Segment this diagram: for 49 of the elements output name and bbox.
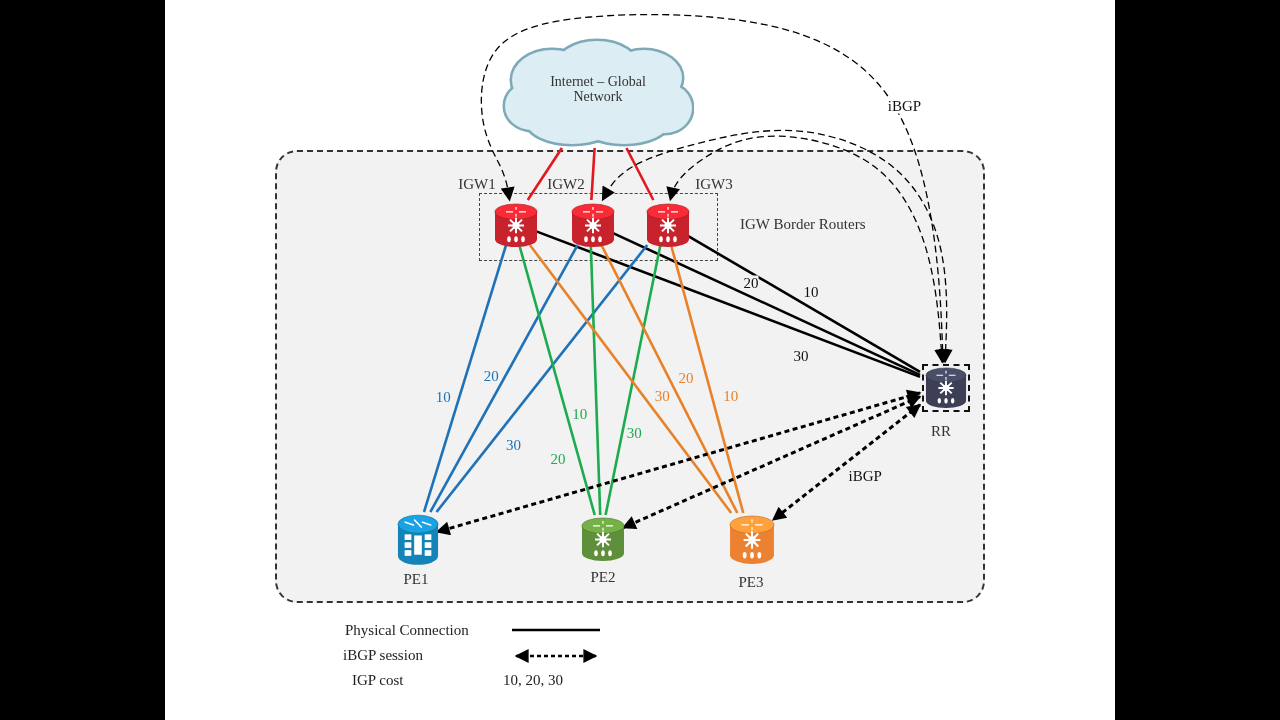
- router-label: RR: [931, 422, 951, 440]
- session-arrow: [621, 395, 922, 530]
- edge-label: 10: [435, 389, 451, 405]
- router-label: PE2: [590, 568, 616, 586]
- session-arrow: [480, 13, 950, 364]
- connection-line: [589, 244, 602, 516]
- edge-label: 30: [793, 348, 809, 364]
- edge-label: 20: [678, 370, 694, 386]
- legend-label: Physical Connection: [345, 622, 469, 639]
- session-arrow: [666, 135, 949, 364]
- connection-line: [534, 229, 921, 379]
- edge-label: iBGP: [848, 468, 882, 484]
- edge-label: 20: [483, 368, 499, 384]
- connection-line: [686, 234, 921, 374]
- cost-legend-text: 10, 20, 30: [503, 672, 563, 689]
- connection-line: [435, 244, 649, 513]
- network-boundary: [275, 150, 985, 603]
- connection-line: [611, 231, 921, 377]
- router-label: PE1: [403, 570, 429, 588]
- edge-label: 10: [803, 284, 819, 300]
- router-label: IGW1: [458, 175, 496, 193]
- connection-line: [600, 244, 739, 514]
- edge-label: 20: [743, 275, 759, 291]
- edge-label: iBGP: [887, 98, 922, 114]
- connection-line: [669, 244, 745, 514]
- router-label: IGW2: [547, 175, 585, 193]
- connection-line: [422, 244, 508, 513]
- connection-line: [429, 244, 579, 513]
- connection-line: [526, 147, 563, 201]
- session-arrow: [435, 389, 922, 536]
- connection-line: [604, 244, 662, 516]
- connection-line: [625, 147, 655, 201]
- edge-label: 30: [626, 425, 642, 441]
- legend-label: IGP cost: [352, 672, 404, 689]
- connection-line: [590, 147, 596, 201]
- connection-line: [518, 244, 596, 516]
- router-label: IGW3: [695, 175, 733, 193]
- session-arrow: [601, 129, 953, 364]
- session-arrow: [771, 403, 922, 522]
- edge-label: 10: [572, 406, 588, 422]
- edge-label: 20: [550, 451, 566, 467]
- cloud-label: Internet – Global Network: [549, 74, 647, 105]
- group-label: IGW Border Routers: [740, 216, 866, 233]
- legend-label: iBGP session: [343, 647, 423, 664]
- router-label: PE3: [738, 573, 764, 591]
- edge-label: 10: [723, 388, 739, 404]
- edge-label: 30: [505, 437, 521, 453]
- connection-line: [528, 244, 733, 514]
- edge-label: 30: [654, 388, 670, 404]
